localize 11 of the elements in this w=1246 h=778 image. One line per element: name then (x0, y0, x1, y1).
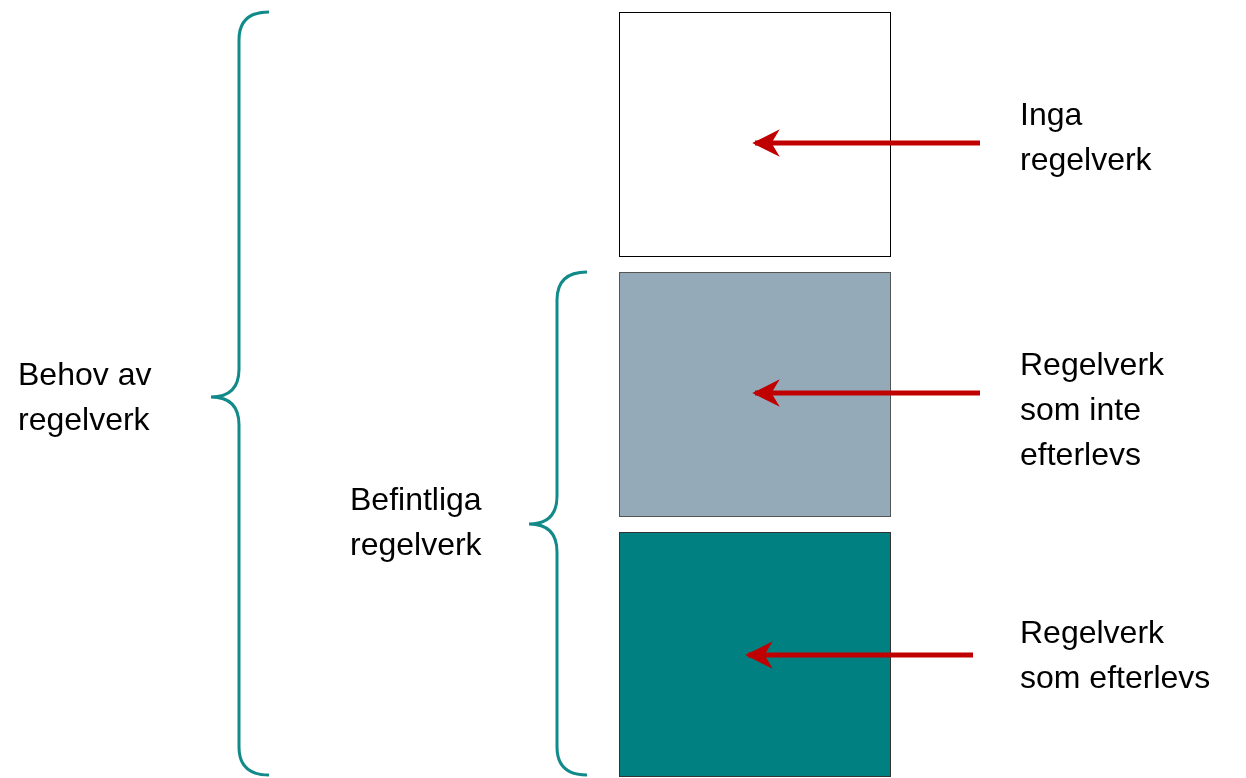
shaded-block (619, 272, 891, 517)
arrow-label: Regelverk som efterlevs (1020, 610, 1220, 700)
empty-block (619, 12, 891, 257)
arrow (752, 129, 980, 157)
bracket-label: Befintliga regelverk (350, 480, 483, 564)
arrow (745, 641, 973, 669)
arrow-label: Inga regelverk (1020, 92, 1220, 182)
arrow (752, 379, 980, 407)
bracket-label: Behov av regelverk (18, 355, 153, 439)
filled-block (619, 532, 891, 777)
arrow-label: Regelverk som inte efterlevs (1020, 342, 1220, 477)
